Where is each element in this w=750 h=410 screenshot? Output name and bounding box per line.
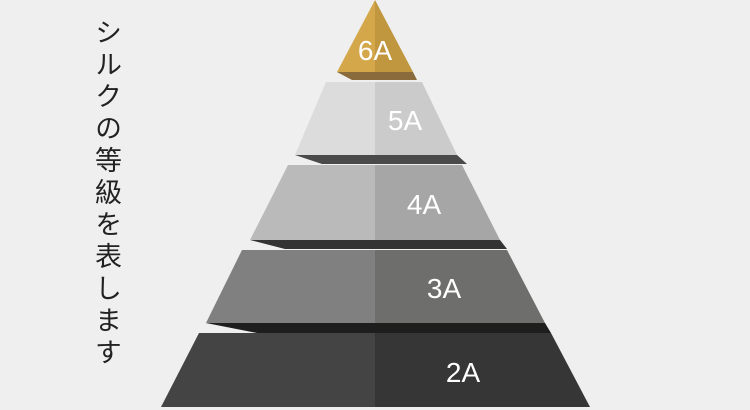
diagram-title: シルクの等級を表します <box>90 18 121 370</box>
tier-2a-label: 2A <box>446 357 481 388</box>
tier-3a-right <box>375 250 545 323</box>
tier-3a: 3A <box>206 250 551 333</box>
tier-4a-right <box>375 165 500 240</box>
tier-6a-right <box>375 0 413 72</box>
tier-3a-shadow <box>206 323 551 333</box>
tier-5a-left <box>295 82 375 155</box>
tier-3a-left <box>206 250 375 323</box>
tier-2a: 2A <box>161 333 590 407</box>
tier-6a: 6A <box>337 0 417 80</box>
tier-4a-shadow <box>250 240 507 249</box>
tier-5a-shadow <box>295 155 467 164</box>
tier-4a: 4A <box>250 165 507 249</box>
tier-5a-right <box>375 82 457 155</box>
tier-5a: 5A <box>295 82 467 164</box>
tier-2a-right <box>375 333 590 407</box>
tier-5a-label: 5A <box>388 105 423 136</box>
tier-2a-left <box>161 333 375 407</box>
tier-6a-left <box>337 0 375 72</box>
tier-4a-left <box>250 165 375 240</box>
tier-6a-shadow <box>337 72 417 80</box>
tier-4a-label: 4A <box>407 189 442 220</box>
tier-6a-label: 6A <box>358 35 393 66</box>
tier-3a-label: 3A <box>427 273 462 304</box>
